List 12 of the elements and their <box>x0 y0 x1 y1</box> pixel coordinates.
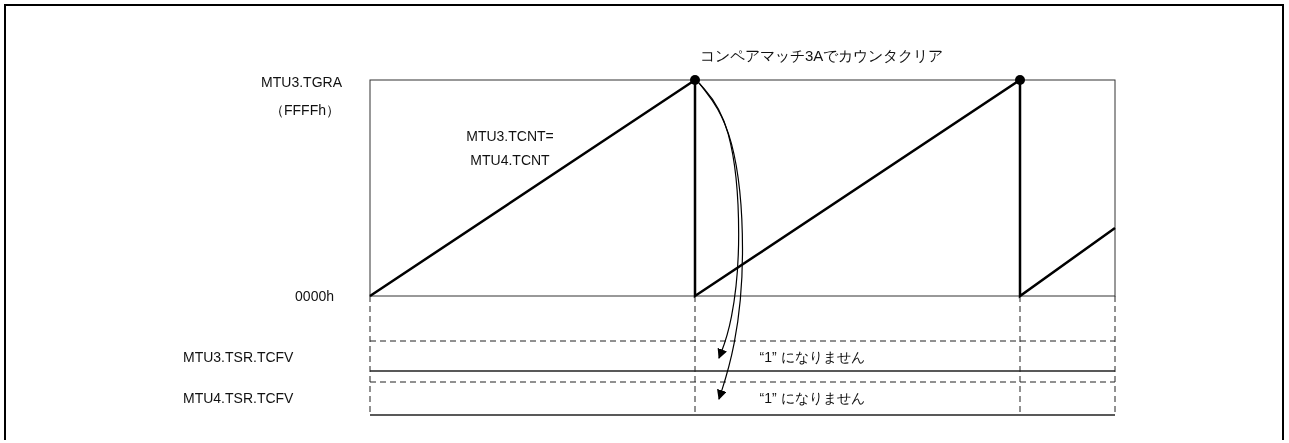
axis-label: 0000h <box>294 287 334 305</box>
arrow <box>698 82 744 400</box>
compare-match-dot <box>690 75 700 85</box>
status-text: “1” になりません <box>722 388 902 408</box>
signal-name: MTU3.TSR.TCFV <box>183 348 294 366</box>
axis-label: （FFFFh） <box>269 101 340 119</box>
annotation-text: コンペアマッチ3Aでカウンタクリア <box>700 47 945 65</box>
compare-match-dot <box>1015 75 1025 85</box>
axis-label: MTU3.TGRA <box>260 73 342 91</box>
waveform-label: MTU3.TCNT= MTU4.TCNT <box>465 127 555 170</box>
signal-name: MTU4.TSR.TCFV <box>183 389 294 407</box>
status-text: “1” になりません <box>722 347 902 367</box>
